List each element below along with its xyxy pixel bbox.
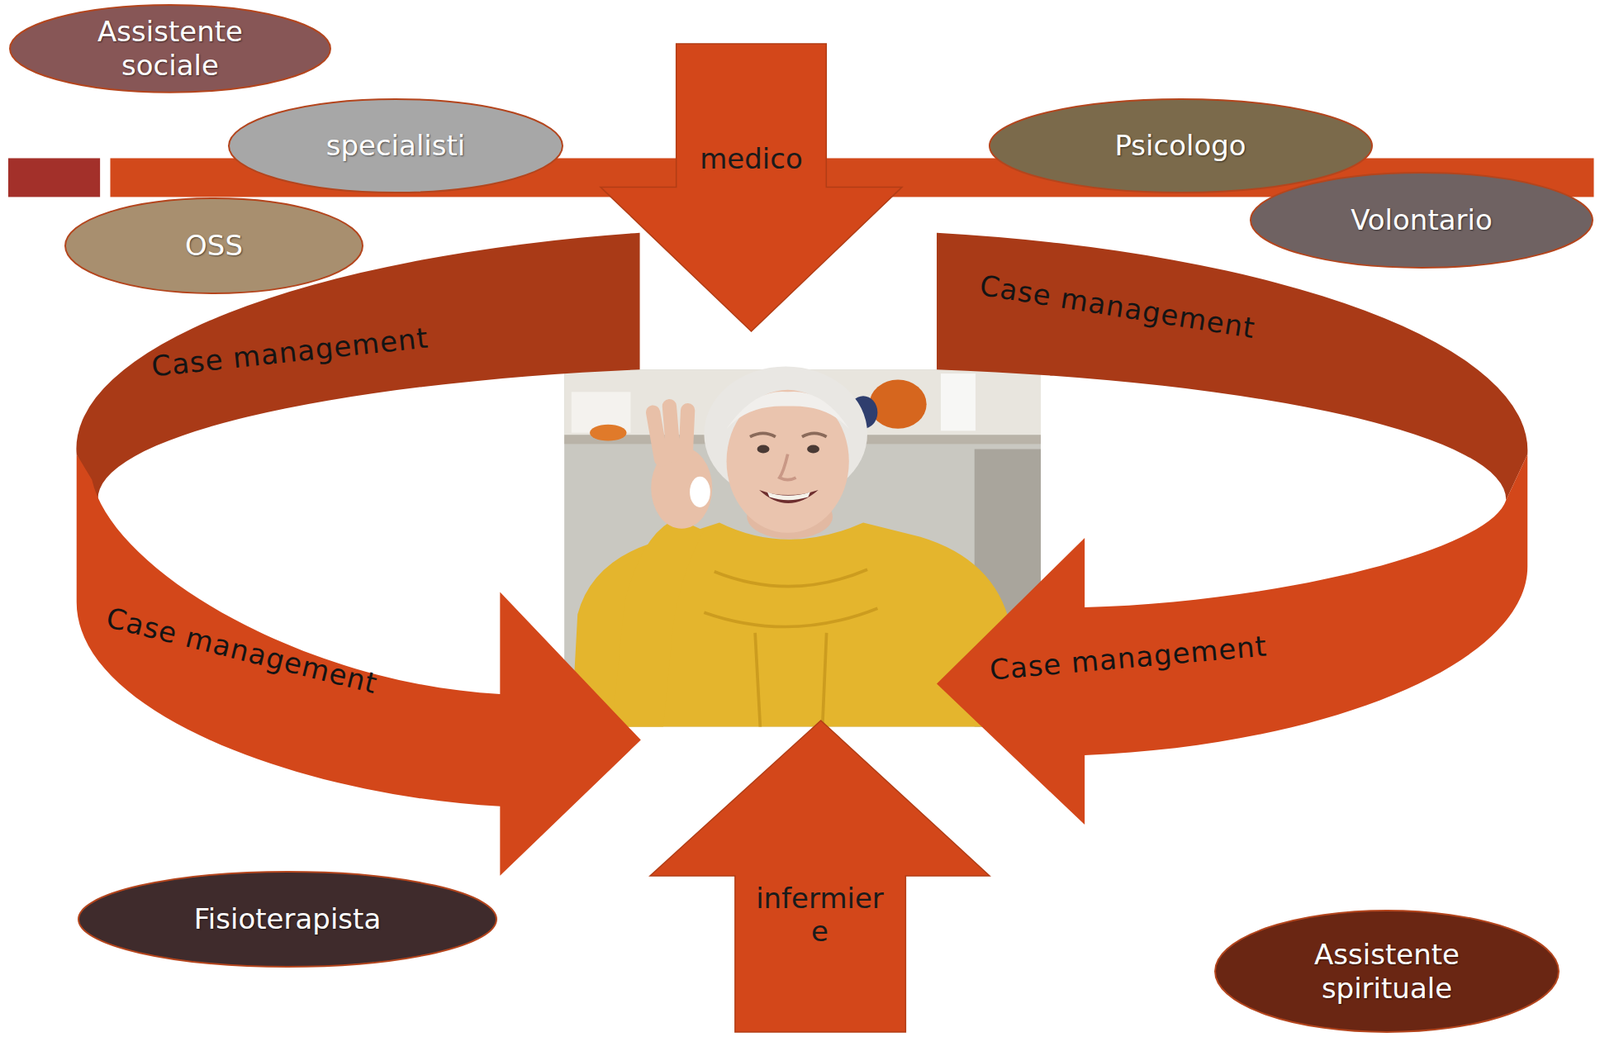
arrow-node: infermier e xyxy=(649,719,991,1033)
text-group: Psicologo xyxy=(1114,128,1246,163)
photo-object xyxy=(589,424,627,442)
photo-object xyxy=(940,373,976,431)
role-ellipse: Assistente sociale xyxy=(8,3,333,95)
ring-arrow xyxy=(76,454,641,876)
ellipse-outline xyxy=(1250,172,1593,268)
text-group: Assistente spirituale xyxy=(1304,937,1470,1006)
arrow-outline xyxy=(600,43,903,332)
node-label: Psicologo xyxy=(1114,128,1246,163)
ellipse-outline xyxy=(78,871,497,967)
photo-sleeve xyxy=(612,518,704,727)
arrow-node: medico xyxy=(599,42,903,333)
node-label: medico xyxy=(699,142,803,176)
photo-teeth xyxy=(767,491,811,500)
text-group: Fisioterapista xyxy=(194,902,381,936)
photo-face xyxy=(726,389,850,533)
role-ellipse: specialisti xyxy=(227,97,565,195)
photo-brows xyxy=(750,432,827,437)
text-group: infermier e xyxy=(750,881,891,950)
arrow-outline xyxy=(650,720,990,1032)
node-label: specialisti xyxy=(326,128,466,163)
node-label: Volontario xyxy=(1350,203,1493,238)
ring-band xyxy=(936,232,1528,501)
photo-pill xyxy=(689,476,711,508)
ellipse-outline xyxy=(228,99,563,193)
photo-nose xyxy=(779,454,797,480)
ellipse-outline xyxy=(65,198,363,294)
role-ellipse: Psicologo xyxy=(987,97,1374,195)
ellipse-outline xyxy=(1215,910,1559,1032)
photo-eye xyxy=(757,445,770,454)
ring-arrow xyxy=(936,454,1528,825)
node-label: Assistente spirituale xyxy=(1304,937,1470,1006)
ellipse-outline xyxy=(989,99,1373,193)
photo-fingers xyxy=(653,406,689,460)
node-label: Fisioterapista xyxy=(194,902,381,936)
bar-accent xyxy=(8,157,100,197)
node-shape xyxy=(649,719,991,1033)
node-label: Assistente sociale xyxy=(87,14,253,83)
photo-fringe xyxy=(726,391,850,429)
text-group: specialisti xyxy=(326,128,466,163)
photo-mouth xyxy=(759,489,819,504)
node-label: OSS xyxy=(185,228,243,263)
photo-object xyxy=(868,379,926,429)
text-group: Assistente sociale xyxy=(87,14,253,83)
role-ellipse: Fisioterapista xyxy=(76,869,499,969)
role-ellipse: Volontario xyxy=(1248,170,1595,270)
photo-eye xyxy=(807,445,820,454)
text-group: Volontario xyxy=(1350,203,1493,238)
node-label: infermier e xyxy=(750,881,891,950)
text-group: medico xyxy=(699,142,803,176)
role-ellipse: OSS xyxy=(63,196,365,295)
ellipse-outline xyxy=(9,4,331,93)
text-group: OSS xyxy=(185,228,243,263)
role-ellipse: Assistente spirituale xyxy=(1213,908,1561,1034)
photo-knit xyxy=(703,569,878,727)
node-shape xyxy=(599,42,903,333)
